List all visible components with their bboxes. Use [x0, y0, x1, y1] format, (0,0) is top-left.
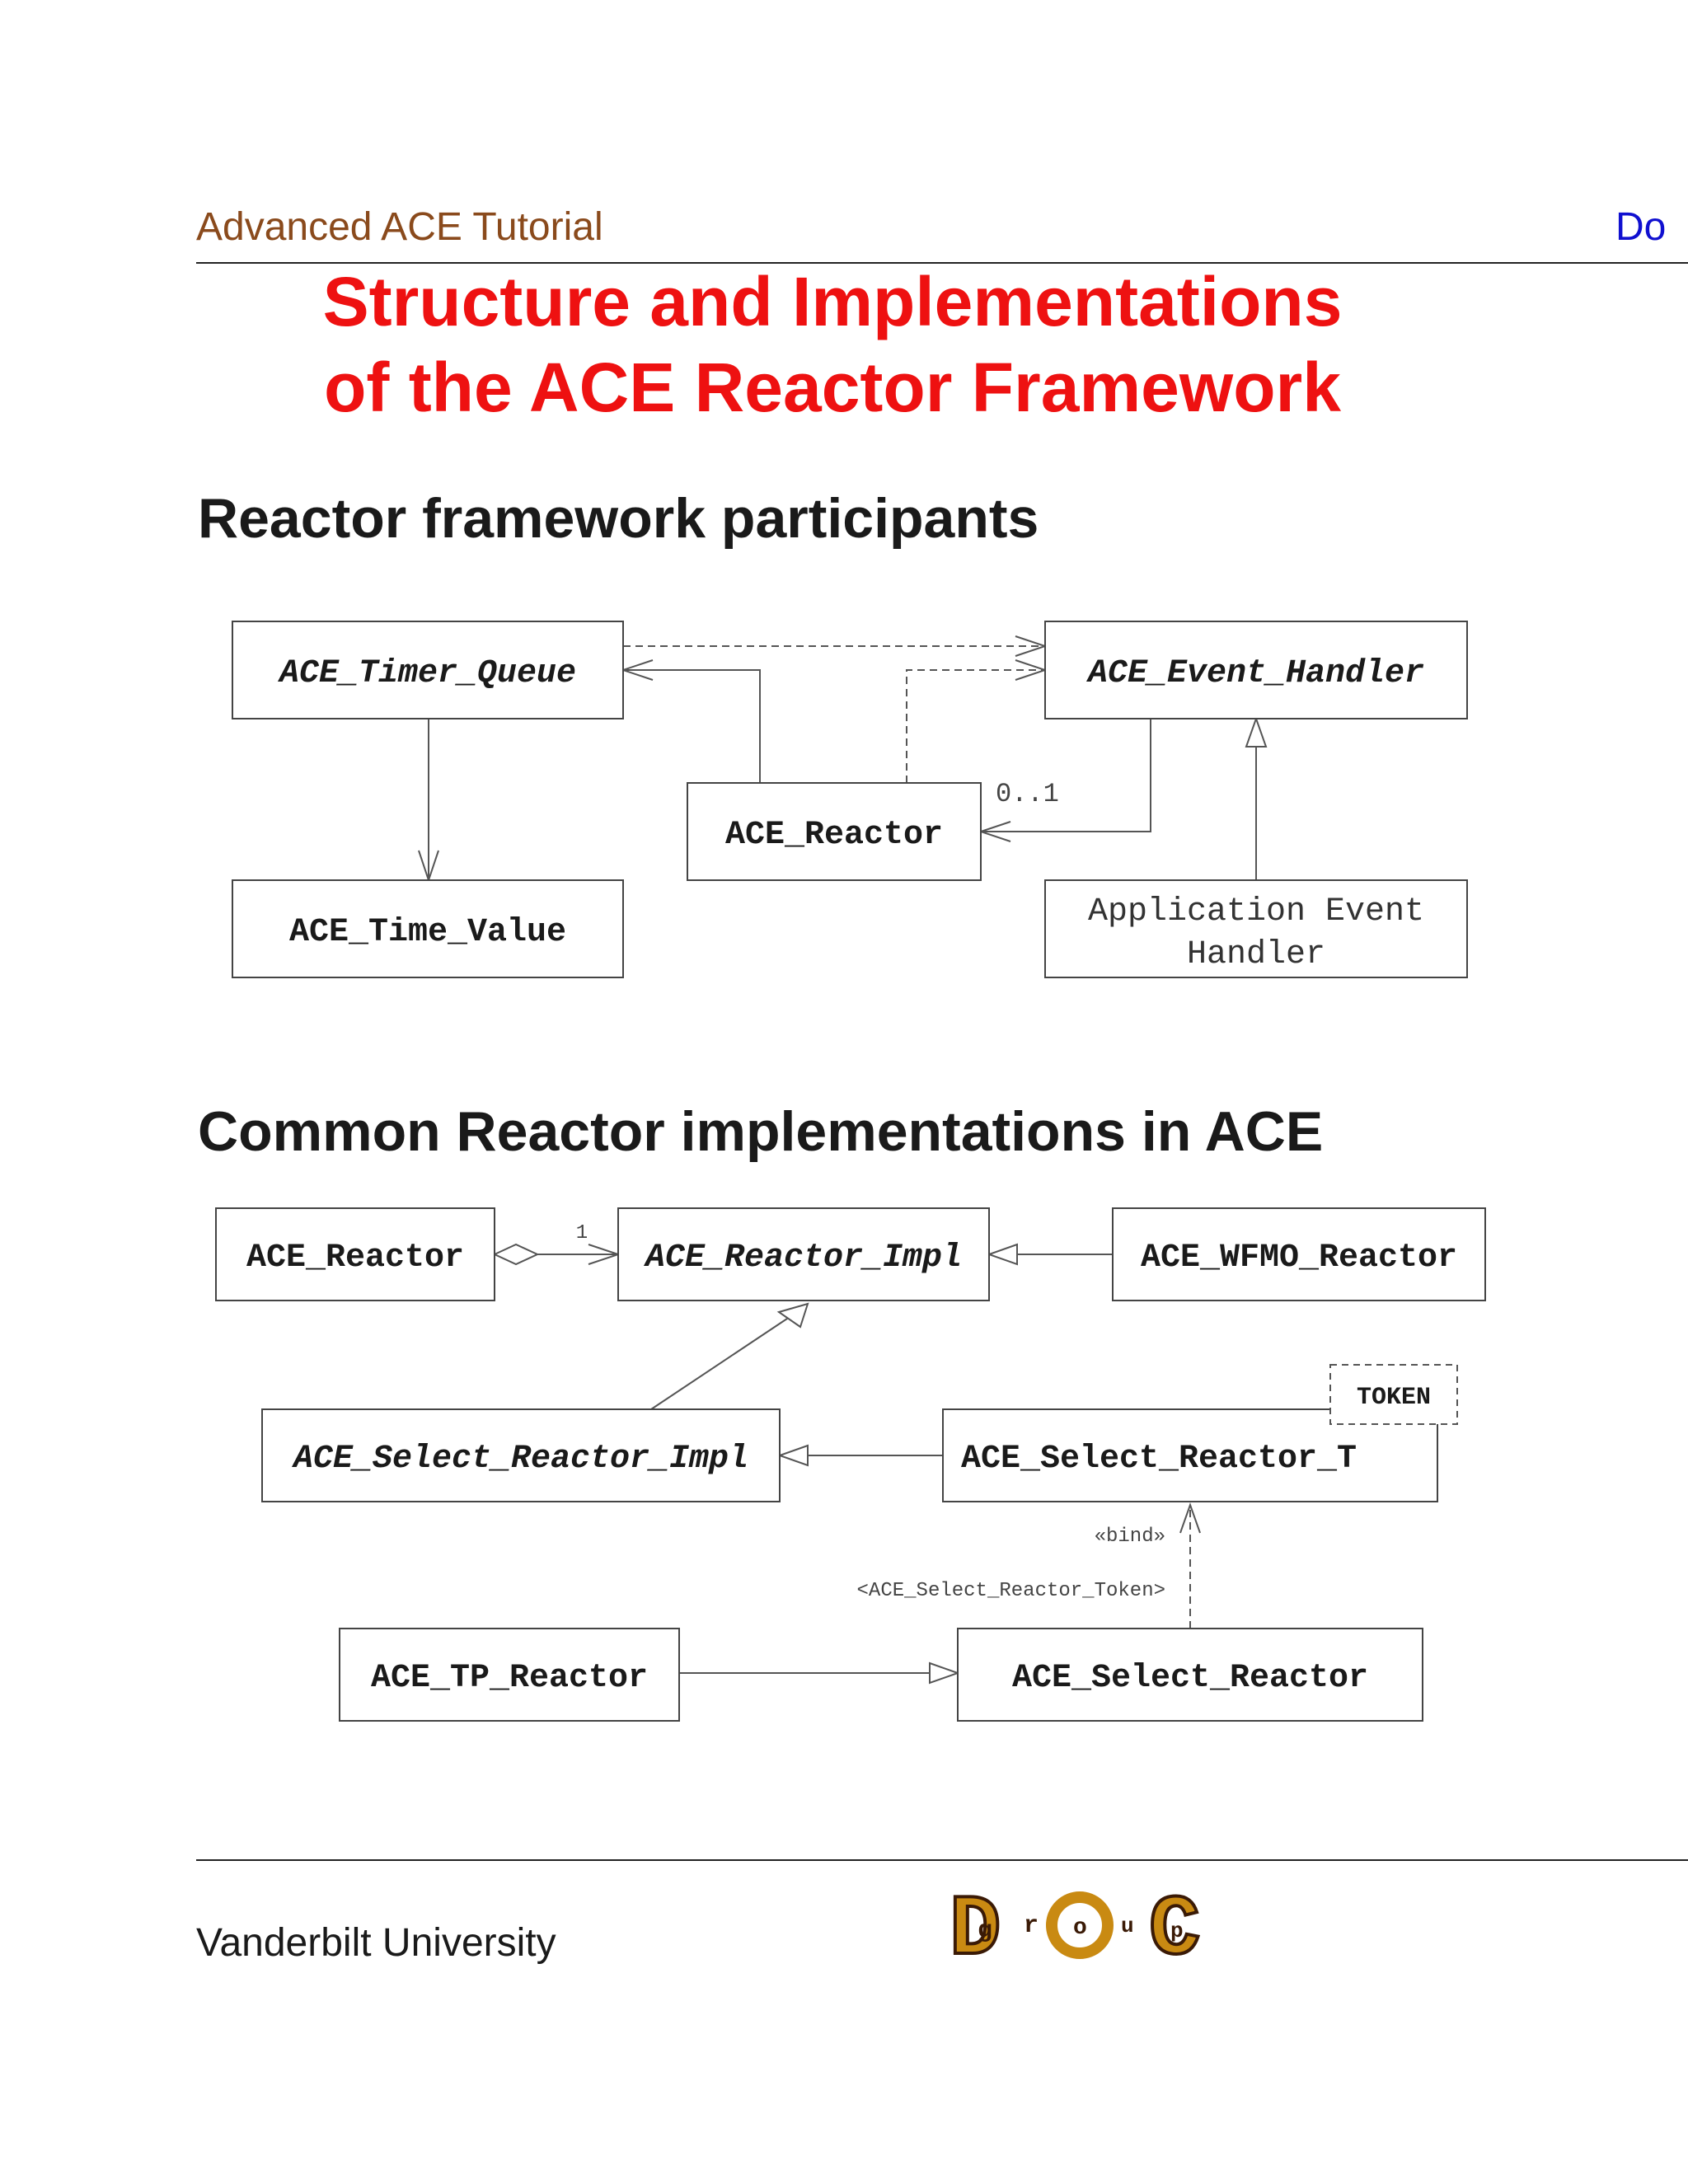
logo-letter-u: u: [1121, 1914, 1134, 1938]
bind-arrowhead: [1179, 1502, 1201, 1534]
logo-letter-o: o: [1073, 1915, 1087, 1941]
implementations-connectors: [492, 1243, 1201, 1685]
class-box-time-value: ACE_Time_Value: [232, 879, 624, 978]
class-box-impl-reactor: ACE_Reactor: [215, 1207, 495, 1301]
class-box-event-handler: ACE_Event_Handler: [1044, 621, 1468, 719]
generalization-triangle: [776, 1444, 809, 1467]
slide-title-line-2: of the ACE Reactor Framework: [324, 349, 1341, 426]
header-author: Do: [1615, 205, 1667, 249]
class-box-reactor-impl: ACE_Reactor_Impl: [617, 1207, 990, 1301]
class-name-select-reactor-impl: ACE_Select_Reactor_Impl: [291, 1441, 748, 1478]
logo-ring: [1046, 1891, 1114, 1959]
class-name-time-value: ACE_Time_Value: [289, 914, 566, 951]
generalization-triangle: [929, 1661, 961, 1685]
reactor-timerqueue-association: [623, 669, 761, 783]
reactor-eventhandler-dependency: [906, 669, 1045, 783]
footer-rule: [196, 1859, 1688, 1861]
section-heading-participants: Reactor framework participants: [198, 487, 1039, 550]
template-parameter-box: TOKEN: [1329, 1364, 1458, 1425]
template-parameter-token: TOKEN: [1357, 1384, 1431, 1412]
logo-letter-c: C: [1149, 1882, 1200, 1980]
class-name-tp-reactor: ACE_TP_Reactor: [371, 1660, 648, 1697]
class-box-application-event-handler: Application Event Handler: [1044, 879, 1468, 978]
class-box-tp-reactor: ACE_TP_Reactor: [339, 1628, 680, 1722]
bind-stereotype-label: «bind»: [1095, 1526, 1165, 1548]
logo-letter-d: D: [950, 1882, 1001, 1980]
class-box-select-reactor-impl: ACE_Select_Reactor_Impl: [261, 1408, 781, 1502]
logo-letter-p: p: [1170, 1919, 1184, 1943]
selectimpl-reactorimpl-generalization: [650, 1316, 790, 1410]
logo-letter-r: r: [1024, 1912, 1039, 1940]
bind-argument-label: <ACE_Select_Reactor_Token>: [857, 1580, 1165, 1602]
slide-title-line-1: Structure and Implementations: [322, 263, 1343, 340]
class-name-select-reactor: ACE_Select_Reactor: [1012, 1660, 1368, 1697]
generalization-triangle: [776, 1302, 809, 1329]
generalization-triangle: [1245, 715, 1268, 748]
class-name-timer-queue: ACE_Timer_Queue: [277, 655, 576, 692]
header-course-title: Advanced ACE Tutorial: [196, 205, 603, 249]
section-heading-implementations: Common Reactor implementations in ACE: [198, 1100, 1324, 1163]
eventhandler-reactor-association: [981, 719, 1151, 832]
generalization-triangle: [986, 1243, 1018, 1266]
multiplicity-zero-or-one: 0..1: [996, 779, 1059, 809]
class-name-reactor-impl: ACE_Reactor_Impl: [643, 1240, 962, 1277]
class-box-wfmo-reactor: ACE_WFMO_Reactor: [1112, 1207, 1486, 1301]
class-name-reactor: ACE_Reactor: [725, 817, 943, 854]
logo-letter-g: g: [978, 1917, 992, 1945]
class-name-app-handler-line-1: Application Event: [1088, 893, 1424, 930]
class-box-timer-queue: ACE_Timer_Queue: [232, 621, 624, 719]
class-box-reactor: ACE_Reactor: [687, 782, 982, 881]
aggregation-diamond: [492, 1243, 540, 1266]
multiplicity-one: 1: [576, 1222, 588, 1244]
class-name-event-handler: ACE_Event_Handler: [1085, 655, 1424, 692]
class-name-select-reactor-t: ACE_Select_Reactor_T: [961, 1441, 1357, 1478]
class-box-select-reactor: ACE_Select_Reactor: [957, 1628, 1423, 1722]
footer-institution: Vanderbilt University: [196, 1921, 556, 1965]
class-name-wfmo-reactor: ACE_WFMO_Reactor: [1141, 1240, 1457, 1277]
class-name-app-handler-line-2: Handler: [1187, 936, 1325, 973]
class-name-impl-reactor: ACE_Reactor: [246, 1240, 464, 1277]
header-rule: [196, 262, 1688, 264]
doc-group-logo: D g r o u p C: [948, 1881, 1202, 1981]
